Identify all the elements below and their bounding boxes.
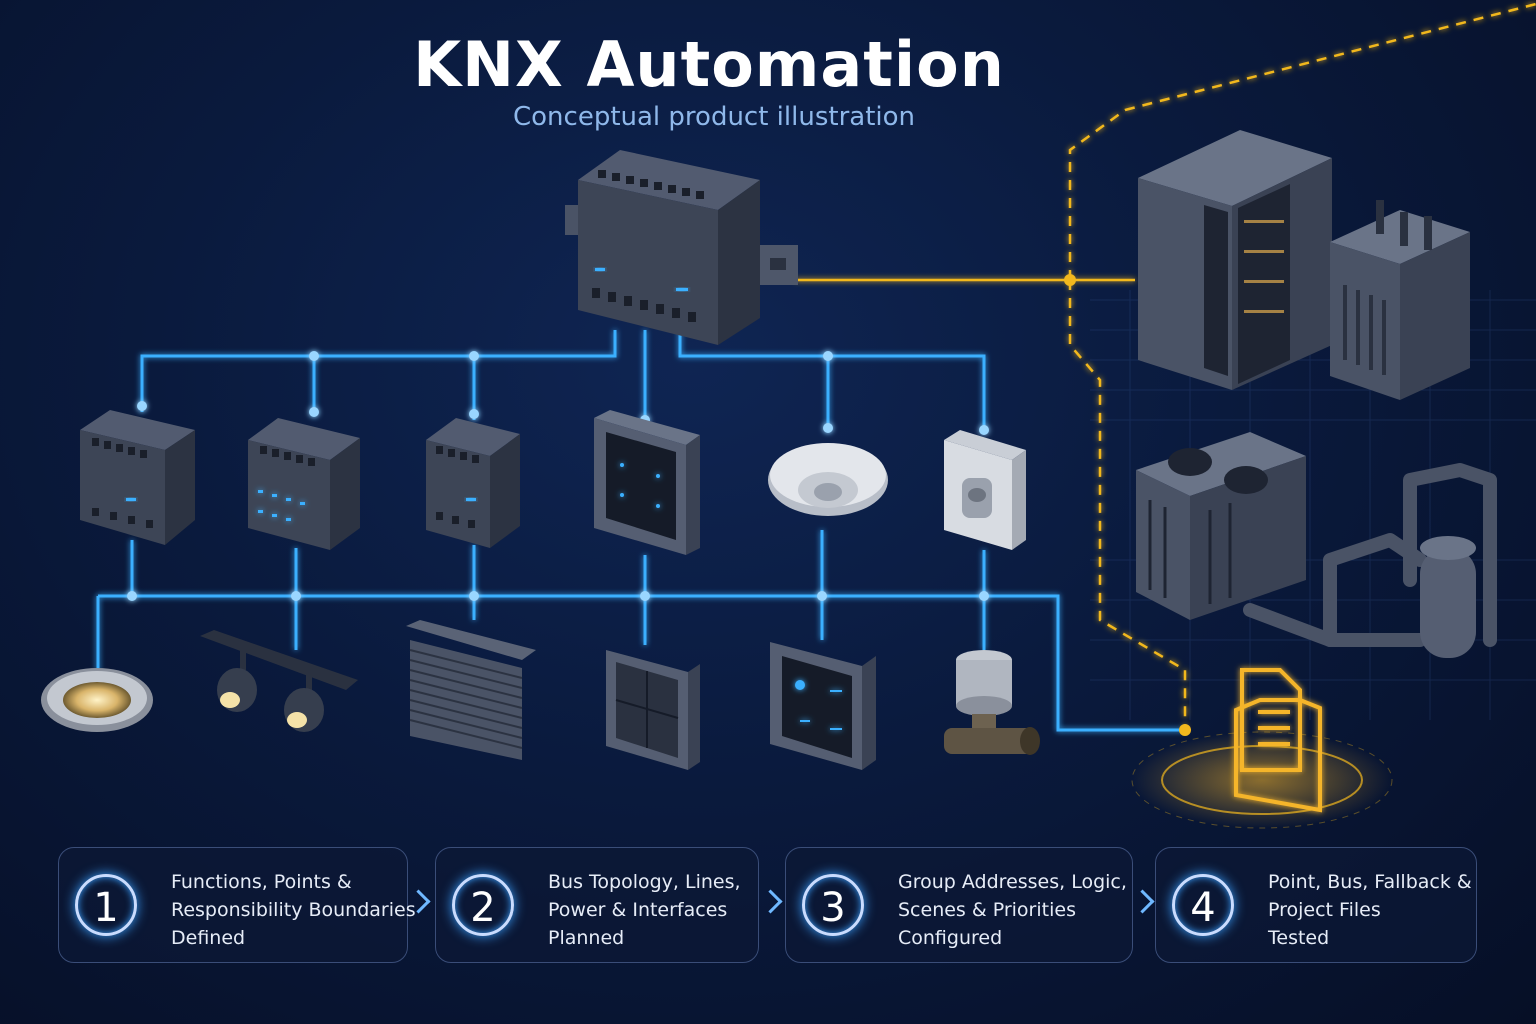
step-text-4: Point, Bus, Fallback & Project Files Tes… <box>1268 868 1472 952</box>
window-blinds <box>406 620 536 760</box>
folder-junction <box>1179 724 1191 736</box>
step-text-3: Group Addresses, Logic, Scenes & Priorit… <box>898 868 1127 952</box>
actuator-module-3 <box>426 418 520 548</box>
step-2-line-1: Bus Topology, Lines, <box>548 871 741 893</box>
step-text-1: Functions, Points & Responsibility Bound… <box>171 868 416 952</box>
step-1-line-3: Defined <box>171 927 246 949</box>
transformer <box>1330 200 1470 400</box>
step-number-1: 1 <box>75 874 137 936</box>
step-2-line-3: Planned <box>548 927 625 949</box>
hvac-chiller <box>1136 432 1306 620</box>
step-card-1: 1 Functions, Points & Responsibility Bou… <box>58 847 416 963</box>
knx-controller <box>565 150 798 345</box>
step-number-3: 3 <box>802 874 864 936</box>
tank <box>1420 536 1476 658</box>
project-files-folder <box>1131 668 1393 829</box>
actuator-module-1 <box>80 410 195 545</box>
track-spotlights <box>200 630 358 732</box>
external-junction <box>1064 274 1076 286</box>
step-card-4: 4 Point, Bus, Fallback & Project Files T… <box>1155 847 1477 963</box>
valve-actuator <box>944 650 1040 755</box>
step-4-line-1: Point, Bus, Fallback & <box>1268 871 1472 893</box>
page-title: KNX Automation <box>413 28 1005 101</box>
step-card-3: 3 Group Addresses, Logic, Scenes & Prior… <box>785 847 1133 963</box>
bus-lines <box>96 330 1185 732</box>
page-subtitle: Conceptual product illustration <box>512 102 915 132</box>
downlight <box>41 668 153 732</box>
step-4-line-2: Project Files <box>1268 899 1381 921</box>
step-card-2: 2 Bus Topology, Lines, Power & Interface… <box>435 847 759 963</box>
chevron-right-icon <box>1130 889 1155 914</box>
room-controller <box>770 642 876 770</box>
presence-detector <box>944 430 1026 550</box>
server-cabinet <box>1138 130 1332 390</box>
touch-panel <box>594 410 700 555</box>
ceiling-sensor <box>768 443 888 516</box>
pipework <box>1243 463 1497 647</box>
step-1-line-2: Responsibility Boundaries <box>171 899 416 921</box>
push-button <box>606 650 700 770</box>
step-3-line-3: Configured <box>898 927 1003 949</box>
external-lines <box>795 2 1536 730</box>
step-3-line-2: Scenes & Priorities <box>898 899 1076 921</box>
knx-topology-diagram <box>41 2 1536 829</box>
step-text-2: Bus Topology, Lines, Power & Interfaces … <box>548 868 748 952</box>
actuator-module-2 <box>248 418 360 550</box>
step-1-line-1: Functions, Points & <box>171 871 352 893</box>
step-3-line-1: Group Addresses, Logic, <box>898 871 1127 893</box>
step-4-line-3: Tested <box>1268 927 1330 949</box>
step-number-2: 2 <box>452 874 514 936</box>
step-2-line-2: Power & Interfaces <box>548 899 728 921</box>
step-number-4: 4 <box>1172 874 1234 936</box>
chevron-right-icon <box>758 889 783 914</box>
